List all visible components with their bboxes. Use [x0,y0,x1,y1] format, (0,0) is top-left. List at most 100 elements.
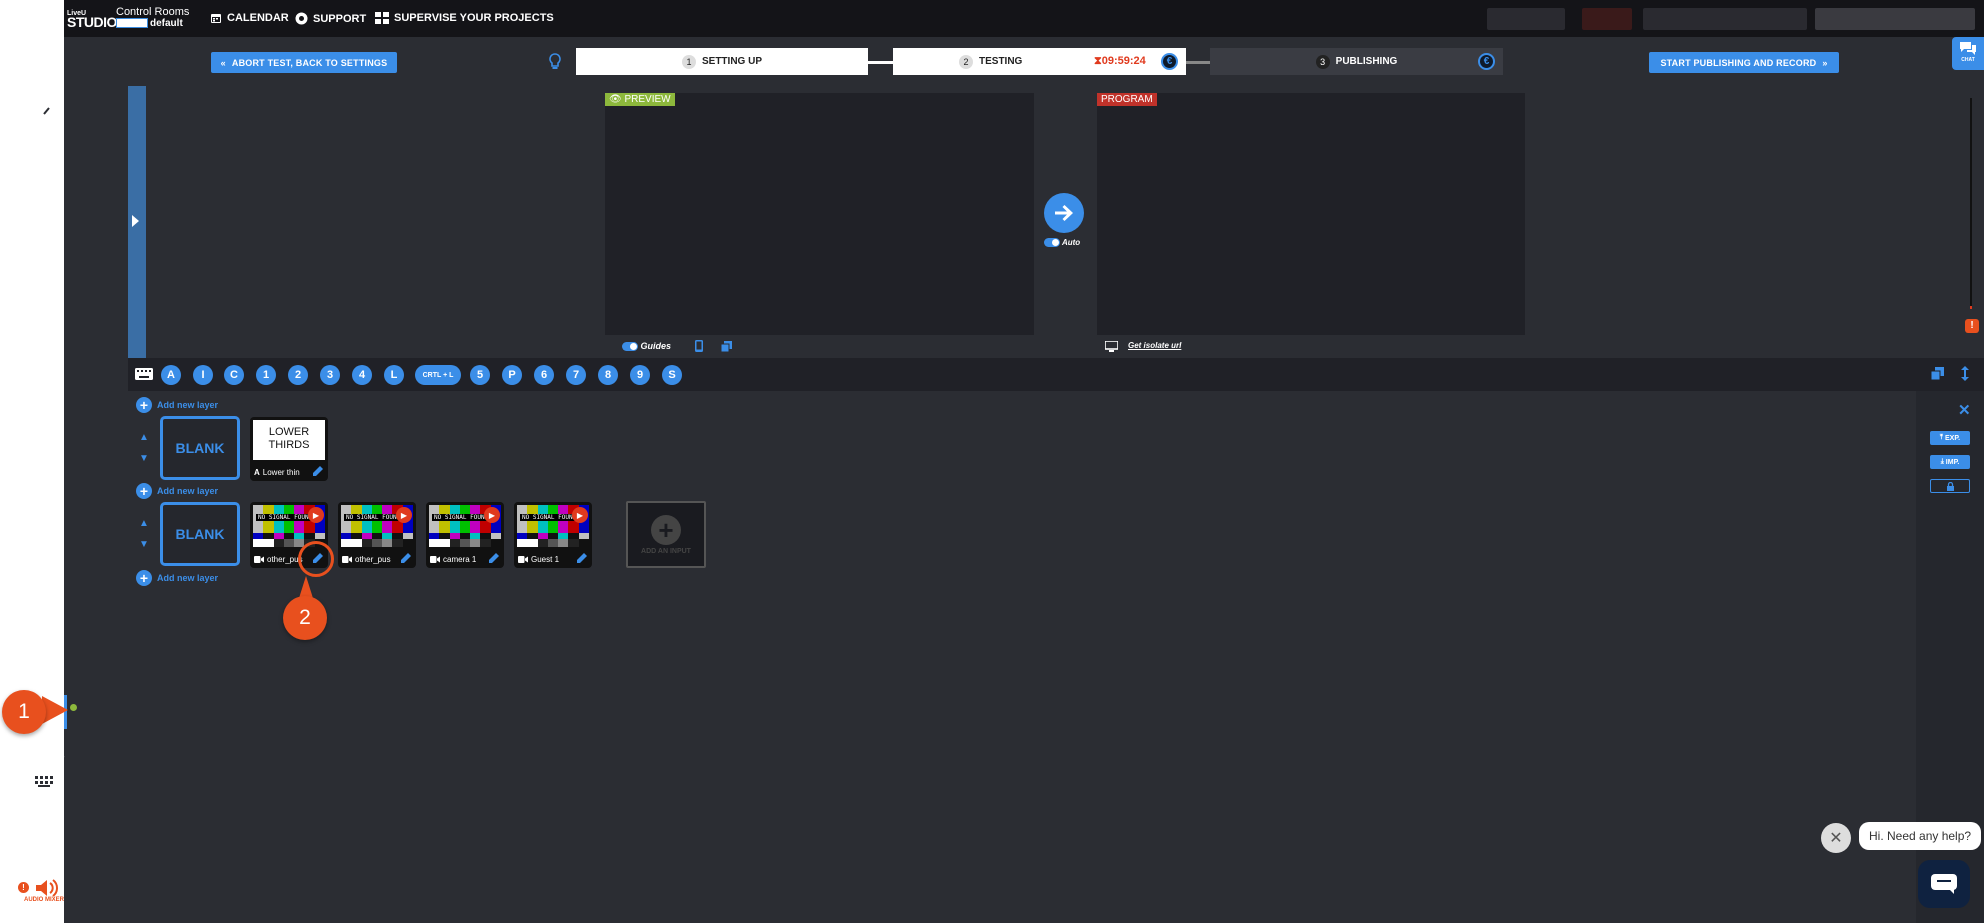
chat-bubble-icon [1931,874,1957,894]
hotkey-4[interactable]: 4 [352,365,372,385]
chat-icon [1960,42,1976,55]
support-link[interactable]: SUPPORT [295,12,366,25]
page-gutter [0,0,64,923]
control-rooms-selector[interactable]: Control Rooms default [116,6,189,30]
add-new-layer-bottom[interactable]: +Add new layer [136,570,218,586]
move-layer-down-button[interactable]: ▼ [139,453,149,464]
euro-icon[interactable]: € [1161,53,1178,70]
hotkey-5[interactable]: 5 [470,365,490,385]
hotkey-8[interactable]: 8 [598,365,618,385]
hotkey-a[interactable]: A [161,365,181,385]
copy-layers-icon[interactable] [1931,367,1944,380]
nav-monitoring[interactable]: MONITORING [0,103,64,128]
nav-audio-mixer[interactable]: ! AUDIO MIXER [0,879,64,903]
hotkey-1[interactable]: 1 [256,365,276,385]
abort-test-button[interactable]: «ABORT TEST, BACK TO SETTINGS [211,52,397,73]
move-layer-up-button[interactable]: ▲ [139,432,149,443]
nav-banners[interactable]: BANNERS [0,808,64,835]
nav-publish[interactable]: PUBLISH [0,661,64,688]
video-camera-icon [518,555,528,563]
guides-switch[interactable] [622,342,638,352]
help-prompt[interactable]: Hi. Need any help? [1859,822,1982,850]
plus-circle-icon: + [651,514,681,545]
chat-button[interactable]: CHAT [1952,37,1984,70]
hotkey-6[interactable]: 6 [534,365,554,385]
input-tile[interactable]: NO SIGNAL FOUND▶other_pus [250,502,328,568]
transition-button[interactable] [1044,193,1084,233]
blank-source-layer1[interactable]: BLANK [160,416,240,480]
hotkey-c[interactable]: C [224,365,244,385]
hotkey-2[interactable]: 2 [288,365,308,385]
support-label: SUPPORT [313,12,367,25]
nav-recordings[interactable]: RECORDINGS [0,735,64,760]
start-publishing-button[interactable]: START PUBLISHING AND RECORD» [1649,52,1839,73]
nav-guests[interactable]: GUESTS [0,843,64,868]
isolate-url-link[interactable]: Get isolate url [1128,341,1182,350]
nav-multiview[interactable]: MULTIVIEW [0,139,64,164]
hotkey-3[interactable]: 3 [320,365,340,385]
close-help-button[interactable]: ✕ [1821,823,1851,853]
blank-source-layer2[interactable]: BLANK [160,502,240,566]
lightbulb-icon[interactable] [548,53,562,71]
input-tile[interactable]: NO SIGNAL FOUND▶Guest 1 [514,502,592,568]
liveu-studio-logo[interactable]: LiveU STUDIO [67,9,117,29]
edit-pencil-icon[interactable] [312,466,323,477]
room-selector[interactable]: default [116,18,189,30]
import-button[interactable]: ⤓IMP. [1930,455,1970,469]
auto-switch[interactable] [1044,238,1060,248]
vertical-resize-icon[interactable] [1961,366,1969,381]
tile-label: Lower thin [262,467,300,477]
preview-tag: 👁 PREVIEW [605,93,675,106]
move-layer-up-button[interactable]: ▲ [139,518,149,529]
hotkey-l[interactable]: L [384,365,404,385]
play-icon[interactable]: ▶ [308,507,324,523]
nav-label: HOTKEYS [29,790,59,796]
add-new-layer-middle[interactable]: +Add new layer [136,483,218,499]
callout-number: 2 [299,606,311,629]
collapse-panel-bar[interactable] [128,86,146,358]
edit-pencil-icon[interactable] [400,553,411,564]
lower-thirds-line2: THIRDS [268,439,310,451]
move-layer-down-button[interactable]: ▼ [139,539,149,550]
play-icon[interactable]: ▶ [484,507,500,523]
add-new-layer-top[interactable]: +Add new layer [136,397,218,413]
hotkey-p[interactable]: P [502,365,522,385]
euro-icon[interactable]: € [1478,53,1495,70]
export-button[interactable]: ⤒EXP. [1930,431,1970,445]
calendar-link[interactable]: CALENDAR [210,12,289,24]
hotkey-ctrl-l[interactable]: CRTL + L [415,365,461,385]
input-tile[interactable]: NO SIGNAL FOUND▶camera 1 [426,502,504,568]
guides-toggle[interactable]: Guides [622,341,671,352]
add-input-button[interactable]: + ADD AN INPUT [626,501,706,568]
supervise-projects-link[interactable]: SUPERVISE YOUR PROJECTS [375,12,554,24]
lock-button[interactable] [1930,479,1970,493]
play-icon[interactable]: ▶ [396,507,412,523]
hotkey-7[interactable]: 7 [566,365,586,385]
input-tile[interactable]: NO SIGNAL FOUND▶other_pus [338,502,416,568]
edit-pencil-icon[interactable] [576,553,587,564]
step-number: 1 [681,54,696,69]
blank-label: BLANK [175,526,225,542]
hotkey-i[interactable]: I [193,365,213,385]
program-monitor[interactable]: PROGRAM [1097,93,1525,335]
mobile-icon[interactable] [695,340,703,352]
nav-hotkeys[interactable]: HOTKEYS [0,773,64,796]
play-icon[interactable]: ▶ [572,507,588,523]
hotkey-9[interactable]: 9 [630,365,650,385]
edit-pencil-icon[interactable] [488,553,499,564]
preview-monitor[interactable]: 👁 PREVIEW [605,93,1034,335]
auto-toggle[interactable]: Auto [1044,238,1080,248]
tile-label: camera 1 [443,554,477,564]
hotkey-s[interactable]: S [662,365,682,385]
audio-alert-icon[interactable]: ! [1965,319,1979,333]
tile-label: other_pus [355,554,391,564]
close-icon[interactable]: ✕ [1958,402,1971,419]
copy-icon[interactable] [721,341,732,352]
help-chat-button[interactable] [1918,860,1970,908]
